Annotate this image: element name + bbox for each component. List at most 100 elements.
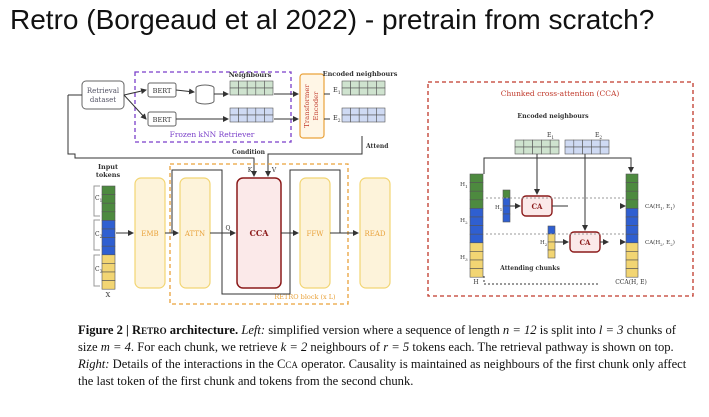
token-cell xyxy=(541,146,551,155)
h1-plus-column xyxy=(502,189,511,223)
neighbours-grid-top xyxy=(229,80,274,96)
token-cell xyxy=(469,225,484,235)
input-tokens-label-1: Input xyxy=(98,163,118,171)
token-cell xyxy=(591,139,601,148)
v-label: V xyxy=(271,167,277,174)
token-cell xyxy=(238,80,248,89)
retro-block-label: RETRO block (x L) xyxy=(274,293,336,301)
token-cell xyxy=(502,213,511,223)
token-cell xyxy=(229,107,239,116)
h1-label: H1 xyxy=(460,182,468,189)
caption-m: m = 4 xyxy=(100,340,131,354)
c1-label: C1 xyxy=(95,195,103,203)
condition-label: Condition xyxy=(232,149,266,156)
token-cell xyxy=(229,87,239,96)
ca-output-1-label: CA(H1, E1) xyxy=(645,203,675,211)
token-cell xyxy=(101,202,116,213)
token-cell xyxy=(591,146,601,155)
encoded-neighbours-grid-bottom xyxy=(341,107,386,123)
retrieval-dataset-label-line1: Retrieval xyxy=(87,87,120,95)
h2-plus-label: H2 xyxy=(540,240,548,247)
token-cell xyxy=(532,146,542,155)
frozen-knn-retriever-label: Frozen kNN Retriever xyxy=(170,130,255,139)
token-cell xyxy=(264,87,274,96)
token-cell xyxy=(101,280,116,290)
retrieval-dataset-label-line2: dataset xyxy=(90,96,116,104)
token-cell xyxy=(101,211,116,221)
token-cell xyxy=(101,237,116,247)
token-cell xyxy=(350,87,360,96)
token-cell xyxy=(367,107,377,116)
ca-block-2-label: CA xyxy=(579,238,591,247)
database-icon xyxy=(195,84,215,105)
attend-label: Attend xyxy=(365,143,389,150)
token-cell xyxy=(547,241,556,251)
token-cell xyxy=(532,139,542,148)
token-cell xyxy=(582,146,592,155)
token-cell xyxy=(625,199,639,209)
caption-right: Right: xyxy=(78,357,110,371)
token-cell xyxy=(547,233,556,243)
token-cell xyxy=(341,80,351,89)
token-cell xyxy=(625,190,639,201)
token-cell xyxy=(255,107,265,116)
token-cell xyxy=(238,107,248,116)
transformer-encoder-label-1: Transformer xyxy=(303,84,311,128)
caption-retro: Retro xyxy=(131,323,167,337)
token-cell xyxy=(625,182,639,192)
token-cell xyxy=(101,220,116,230)
token-cell xyxy=(341,107,351,116)
token-cell xyxy=(564,146,575,155)
token-cell xyxy=(341,114,351,123)
token-cell xyxy=(101,254,116,264)
token-cell xyxy=(255,80,265,89)
cca-e1-label: E1 xyxy=(547,132,554,140)
h2-plus-column xyxy=(547,225,556,259)
read-label: READ xyxy=(364,230,385,238)
figure-caption: Figure 2 | Retro architecture. Left: sim… xyxy=(78,322,698,390)
ca-block-1-label: CA xyxy=(531,202,543,211)
token-cell xyxy=(625,242,639,252)
caption-r: r = 5 xyxy=(383,340,410,354)
caption-part7: Details of the interactions in the xyxy=(109,357,278,371)
token-cell xyxy=(523,146,533,155)
cca-detail-box xyxy=(427,81,694,297)
caption-k: k = 2 xyxy=(280,340,308,354)
token-cell xyxy=(547,225,556,235)
token-cell xyxy=(582,139,592,148)
input-tokens-label-2: tokens xyxy=(96,171,121,179)
token-cell xyxy=(514,139,525,148)
q-label: Q xyxy=(226,225,231,232)
input-token-column xyxy=(101,185,116,290)
token-cell xyxy=(599,146,610,155)
token-cell xyxy=(238,87,248,96)
token-cell xyxy=(625,216,639,226)
token-cell xyxy=(246,80,257,89)
emb-label: EMB xyxy=(141,230,158,238)
caption-cca: Cca xyxy=(277,357,298,371)
token-cell xyxy=(264,114,274,123)
attn-label: ATTN xyxy=(184,230,205,238)
token-cell xyxy=(469,208,484,218)
caption-arch: architecture. xyxy=(166,323,239,337)
caption-part2: is split into xyxy=(536,323,599,337)
h1-plus-label: H1 xyxy=(495,205,502,212)
token-cell xyxy=(573,139,583,148)
x-label: X xyxy=(106,291,111,299)
token-cell xyxy=(358,87,369,96)
caption-part3: chunks of size xyxy=(78,323,676,354)
token-cell xyxy=(599,139,610,148)
h-label: H xyxy=(473,279,478,286)
caption-part6: tokens each. The retrieval pathway is sh… xyxy=(409,340,674,354)
token-cell xyxy=(101,228,116,238)
e2-label: E2 xyxy=(333,114,341,124)
slide-title: Retro (Borgeaud et al 2022) - pretrain f… xyxy=(10,4,655,35)
token-cell xyxy=(469,259,484,269)
caption-part1: simplified version where a sequence of l… xyxy=(265,323,503,337)
ffw-label: FFW xyxy=(307,230,325,238)
token-cell xyxy=(625,268,639,278)
attending-chunks-label: Attending chunks xyxy=(499,265,560,272)
cca-output-column xyxy=(625,173,639,278)
token-cell xyxy=(264,80,274,89)
token-cell xyxy=(101,194,116,204)
